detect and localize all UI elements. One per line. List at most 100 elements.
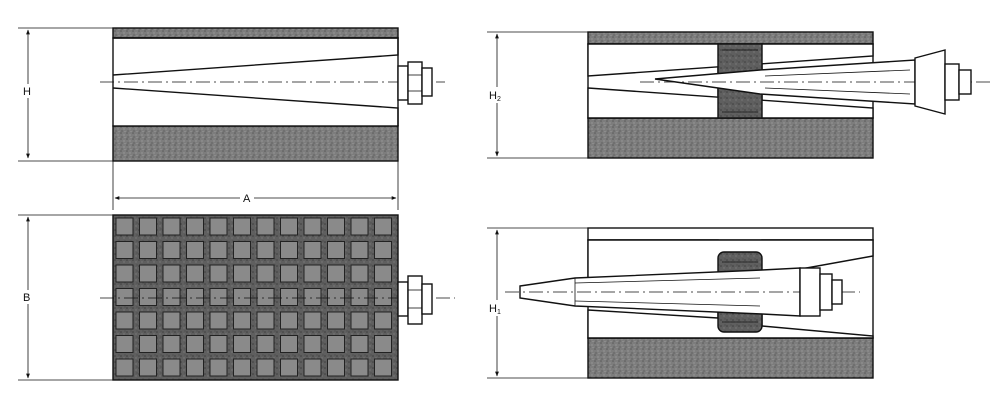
dimension-label-b: B xyxy=(23,292,30,304)
pad-grid-cell xyxy=(350,217,369,236)
pad-grid-cell xyxy=(115,241,134,259)
pad-grid-cell xyxy=(374,358,392,377)
top-plate xyxy=(587,227,874,241)
dimension-a: A xyxy=(112,161,399,210)
pad-grid-cell xyxy=(280,264,298,283)
dimension-h2: H2 xyxy=(487,31,588,159)
front-view: H A xyxy=(18,27,445,210)
pad-grid-cell xyxy=(233,264,251,283)
pad-grid-cell xyxy=(233,358,251,377)
pad-grid-cell xyxy=(256,241,275,259)
dimension-label-h1: H1 xyxy=(489,303,501,316)
lowered-position-view: H1 xyxy=(487,227,874,379)
pad-grid-cell xyxy=(374,288,392,306)
dimension-label-a: A xyxy=(243,193,251,205)
pad-grid-cell xyxy=(186,335,204,353)
pad-grid-cell xyxy=(233,311,251,330)
top-plate xyxy=(587,31,874,45)
pad-grid-cell xyxy=(280,358,298,377)
dimension-b: B xyxy=(18,214,113,381)
pad-grid-cell xyxy=(303,311,322,330)
pad-grid-cell xyxy=(186,241,204,259)
top-plate xyxy=(112,27,399,39)
pad-grid-cell xyxy=(303,358,322,377)
pad-grid-cell xyxy=(350,264,369,283)
pad-grid-cell xyxy=(186,217,204,236)
pad-grid-cell xyxy=(256,358,275,377)
dimension-h: H xyxy=(18,27,113,162)
pad-grid-cell xyxy=(350,335,369,353)
pad-grid-cell xyxy=(256,288,275,306)
pad-grid-cell xyxy=(209,217,228,236)
base-plate xyxy=(587,337,874,379)
pad-grid-cell xyxy=(186,264,204,283)
top-view: B xyxy=(18,214,455,381)
pad-grid-cell xyxy=(233,335,251,353)
pad-grid-cell xyxy=(280,241,298,259)
pad-grid-cell xyxy=(186,311,204,330)
pad-grid-cell xyxy=(374,241,392,259)
pad-grid-cell xyxy=(209,311,228,330)
pad-grid-cell xyxy=(374,335,392,353)
pad-grid-cell xyxy=(233,217,251,236)
upper-wedge xyxy=(112,37,399,76)
pad-grid-cell xyxy=(115,264,134,283)
pad-grid-cell xyxy=(327,358,345,377)
pad-grid-cell xyxy=(186,288,204,306)
pad-grid-cell xyxy=(115,217,134,236)
pad-grid-cell xyxy=(256,217,275,236)
pad-grid-cell xyxy=(139,264,157,283)
pad-grid-cell xyxy=(327,288,345,306)
pad-grid-cell xyxy=(139,288,157,306)
pad-grid-cell xyxy=(162,288,181,306)
pad-grid-cell xyxy=(139,358,157,377)
pad-grid-cell xyxy=(162,241,181,259)
pad-grid-cell xyxy=(350,288,369,306)
adjusting-bolt xyxy=(397,275,433,325)
pad-grid-cell xyxy=(162,264,181,283)
dimension-h1: H1 xyxy=(487,227,588,379)
pad-grid-cell xyxy=(233,241,251,259)
raised-position-view: H2 xyxy=(487,31,990,159)
base-plate xyxy=(112,125,399,162)
pad-grid-cell xyxy=(280,335,298,353)
pad-grid-cell xyxy=(162,335,181,353)
pad-grid-cell xyxy=(327,311,345,330)
pad-grid-cell xyxy=(280,311,298,330)
adjusting-bolt xyxy=(799,267,843,317)
pad-grid-cell xyxy=(303,264,322,283)
pad-grid-cell xyxy=(233,288,251,306)
pad-grid-cell xyxy=(303,335,322,353)
pad-grid-cell xyxy=(303,241,322,259)
dimension-label-h: H xyxy=(23,86,31,98)
pad-grid-cell xyxy=(139,311,157,330)
pad-grid-cell xyxy=(139,241,157,259)
pad-grid-cell xyxy=(256,264,275,283)
adjusting-bolt xyxy=(397,61,433,105)
pad-grid-cell xyxy=(327,241,345,259)
pad-grid-cell xyxy=(162,311,181,330)
pad-grid-cell xyxy=(374,311,392,330)
adjusting-bolt xyxy=(914,49,972,115)
pad-grid-cell xyxy=(303,288,322,306)
pad-grid-cell xyxy=(115,311,134,330)
pad-grid-cell xyxy=(139,217,157,236)
pad-grid-cell xyxy=(162,358,181,377)
pad-grid-cell xyxy=(280,217,298,236)
pad-grid-cell xyxy=(209,241,228,259)
pad-grid-cell xyxy=(209,335,228,353)
pad-grid-cell xyxy=(327,217,345,236)
pad-grid-cell xyxy=(162,217,181,236)
pad-grid-cell xyxy=(303,217,322,236)
pad-grid-cell xyxy=(115,358,134,377)
pad-grid-cell xyxy=(139,335,157,353)
pad-grid-cell xyxy=(256,311,275,330)
pad-grid-cell xyxy=(374,217,392,236)
pad-grid-cell xyxy=(327,335,345,353)
pad-grid-cell xyxy=(209,264,228,283)
pad-grid-cell xyxy=(209,358,228,377)
pad-grid-cell xyxy=(256,335,275,353)
base-plate xyxy=(587,117,874,159)
pad-grid-cell xyxy=(209,288,228,306)
